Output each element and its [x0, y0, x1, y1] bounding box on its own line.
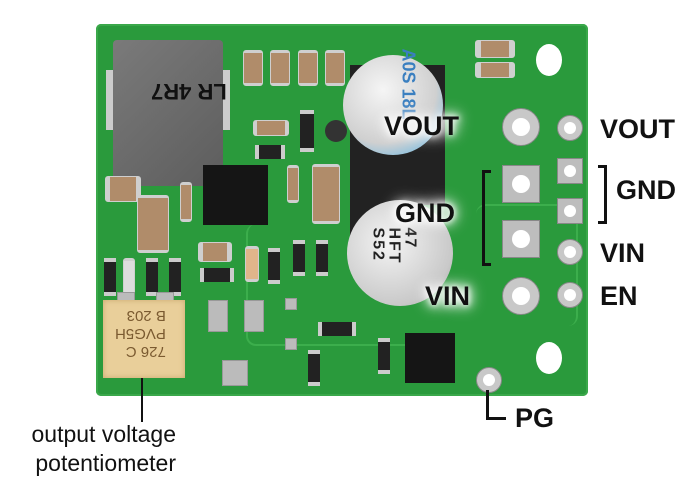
regulator-ic [203, 165, 268, 225]
capacitor [180, 182, 192, 222]
resistor [268, 248, 280, 284]
label-en: EN [600, 281, 638, 311]
pad [222, 360, 248, 386]
pot-leader-line [141, 378, 143, 422]
pad [244, 300, 264, 332]
resistor [200, 268, 234, 282]
pin-vout[interactable] [557, 115, 583, 141]
gnd-bracket-left [482, 170, 491, 266]
resistor [146, 258, 158, 296]
label-vout-large: VOUT [384, 111, 460, 141]
pot-marking-line: B 203 [126, 307, 166, 324]
capacitor [475, 40, 515, 58]
label-potentiometer: potentiometer [35, 449, 176, 476]
label-vin: VIN [600, 238, 646, 268]
capacitor [270, 50, 290, 86]
pin-vin[interactable] [557, 239, 583, 265]
pg-leader-line [486, 390, 489, 420]
pin-gnd[interactable] [557, 198, 583, 224]
pg-leader-line [486, 417, 506, 420]
capacitor [198, 242, 232, 262]
gnd-bracket-right [598, 165, 607, 224]
capacitor-marking-line: HFT [385, 227, 403, 265]
electrolytic-capacitor: 47 HFT S52 [347, 200, 453, 306]
capacitor [245, 246, 259, 282]
mounting-hole [536, 44, 562, 76]
electrolytic-capacitor: A0S 18L [343, 48, 443, 155]
resistor [308, 350, 320, 386]
via [325, 120, 347, 142]
resistor [300, 110, 314, 152]
capacitor [325, 50, 345, 86]
capacitor-marking-line: 47 [401, 227, 419, 250]
capacitor-marking: A0S 18L [398, 48, 419, 120]
label-output-voltage: output voltage [31, 421, 176, 447]
pot-marking-line: 726 C [125, 343, 166, 360]
trace [246, 224, 448, 346]
capacitor [475, 62, 515, 78]
pin-gnd-large[interactable] [502, 220, 540, 258]
label-vout: VOUT [600, 114, 676, 144]
pad [285, 298, 297, 310]
capacitor-marking: 47 HFT S52 [369, 227, 419, 265]
capacitor [123, 258, 135, 296]
capacitor [243, 50, 263, 86]
resistor [318, 322, 356, 336]
inductor: LR 4R7 [113, 40, 227, 186]
capacitor [253, 120, 289, 136]
diode [378, 338, 390, 374]
pin-vout-large[interactable] [502, 108, 540, 146]
output-voltage-potentiometer[interactable]: 726 C PVG5H B 203 [103, 300, 185, 378]
pin-pg[interactable] [476, 367, 502, 393]
mosfet [405, 333, 455, 383]
potentiometer-marking: 726 C PVG5H B 203 [115, 306, 166, 360]
capacitor [312, 164, 340, 224]
resistor [169, 258, 181, 296]
pad [208, 300, 228, 332]
capacitor-marking-line: S52 [369, 227, 387, 262]
label-gnd: GND [616, 175, 676, 205]
label-vin-large: VIN [425, 281, 471, 311]
capacitor [298, 50, 318, 86]
label-gnd-large: GND [395, 198, 455, 228]
inductor-marking: LR 4R7 [151, 79, 227, 104]
pin-gnd[interactable] [557, 158, 583, 184]
pin-en[interactable] [557, 282, 583, 308]
trace [476, 204, 578, 326]
resistor [293, 240, 305, 276]
pin-vin-large[interactable] [502, 277, 540, 315]
label-pg: PG [515, 403, 555, 433]
resistor [255, 145, 285, 159]
pot-marking-line: PVG5H [115, 325, 166, 342]
pad [285, 338, 297, 350]
pin-gnd-large[interactable] [502, 165, 540, 203]
capacitor [287, 165, 299, 203]
capacitor [105, 176, 141, 202]
pot-callout: output voltage potentiometer [0, 420, 176, 478]
resistor [104, 258, 116, 296]
resistor [316, 240, 328, 276]
mounting-hole [536, 342, 562, 374]
capacitor [137, 195, 169, 253]
